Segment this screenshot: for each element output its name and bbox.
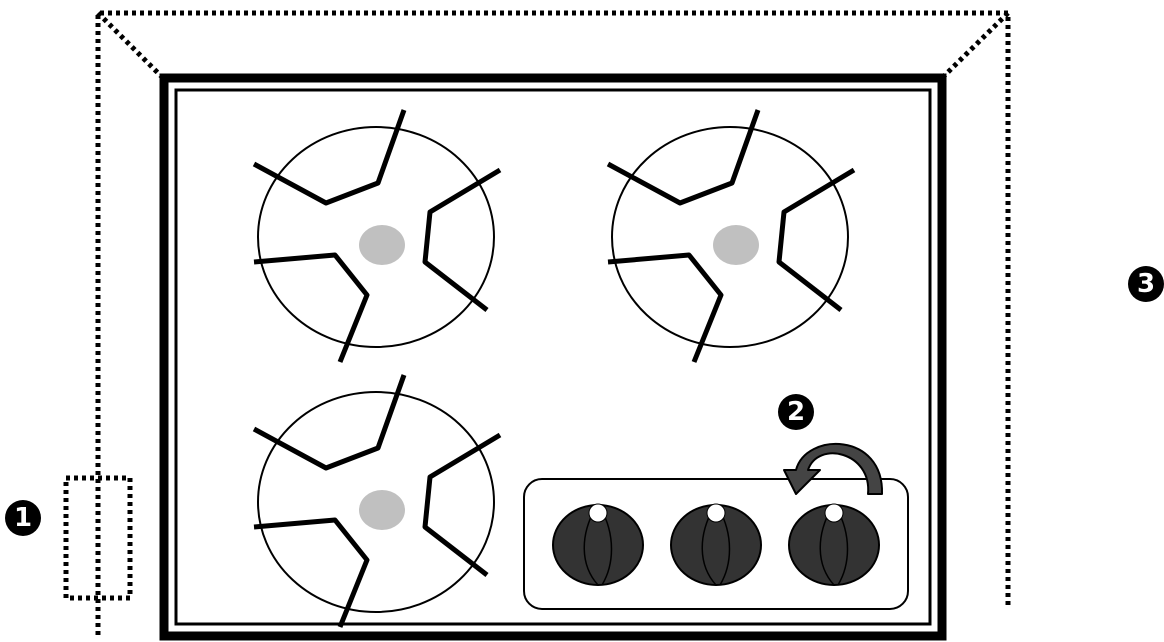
- burner-cap: [713, 225, 759, 265]
- knob-indicator: [706, 503, 726, 523]
- knob-left[interactable]: [552, 503, 644, 586]
- fixing-bracket-outline: [63, 475, 133, 601]
- curved-arrow-icon: [783, 442, 884, 495]
- callout-2: 2: [778, 394, 814, 430]
- knob-right[interactable]: [788, 503, 880, 586]
- callout-1: 1: [5, 500, 41, 536]
- knob-middle[interactable]: [670, 503, 762, 586]
- pan-support-grate: [252, 374, 502, 628]
- burner-cap: [359, 225, 405, 265]
- burner-top-left: [252, 109, 502, 363]
- pan-support-grate: [606, 109, 856, 363]
- burner-cap: [359, 490, 405, 530]
- burner-bottom-left: [252, 374, 502, 628]
- pan-support-grate: [252, 109, 502, 363]
- knob-indicator: [588, 503, 608, 523]
- knob-indicator: [824, 503, 844, 523]
- callout-3: 3: [1128, 266, 1164, 302]
- burner-top-right: [606, 109, 856, 363]
